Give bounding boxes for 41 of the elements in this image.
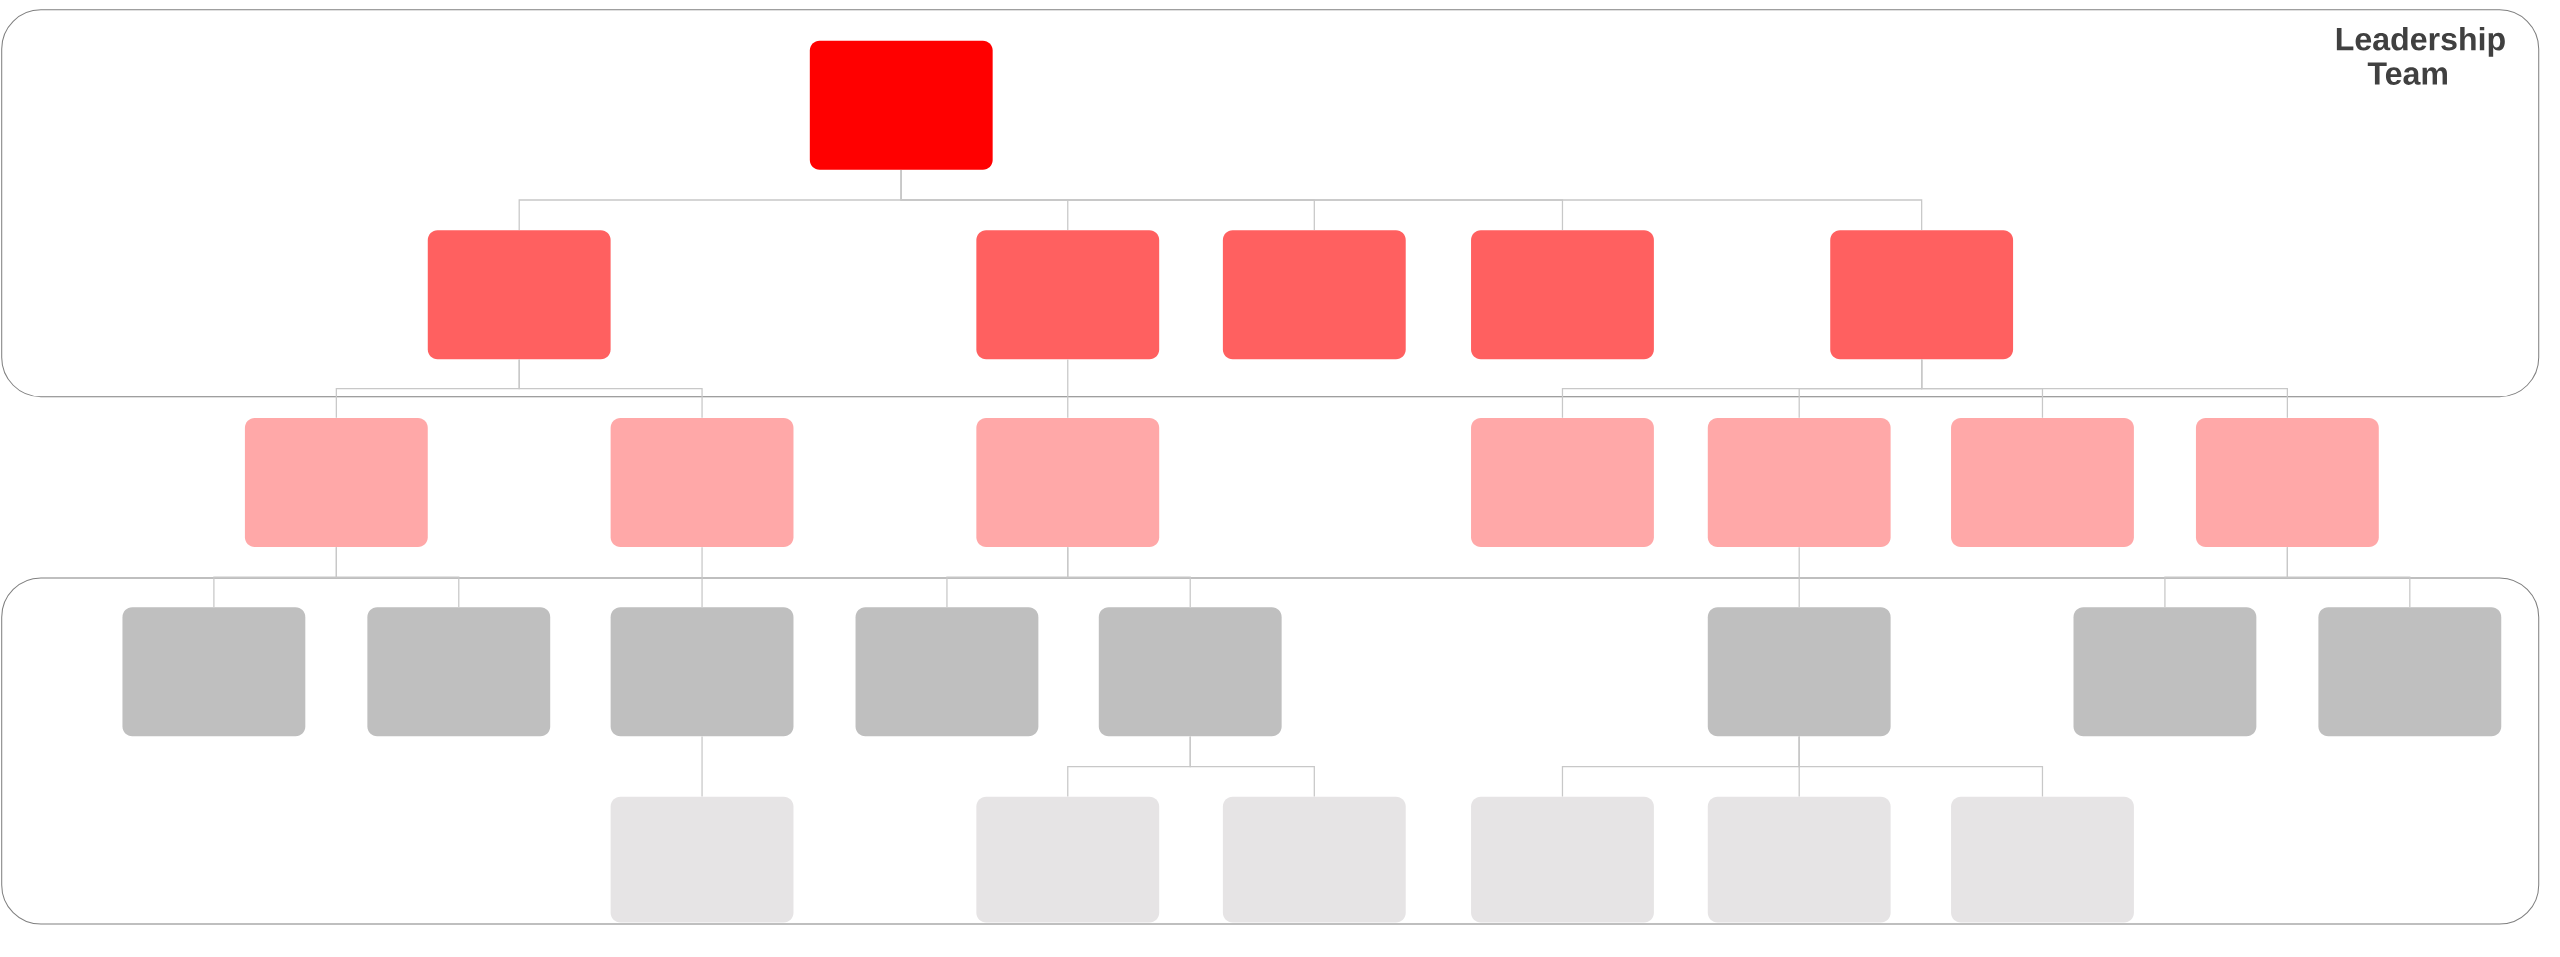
- connector-line: [1067, 546, 1191, 608]
- org-box: [976, 230, 1160, 360]
- org-box: [1951, 418, 2134, 548]
- org-box: [2195, 418, 2379, 548]
- org-box: [1471, 796, 1654, 923]
- org-box: [1471, 418, 1654, 548]
- connector-line: [701, 736, 703, 798]
- org-box: [1707, 418, 1891, 548]
- org-box: [1830, 230, 2014, 360]
- connector-line: [1921, 358, 2288, 419]
- org-box: [122, 607, 306, 737]
- connector-line: [1798, 736, 2044, 798]
- connector-line: [518, 358, 703, 419]
- connector-line: [2286, 546, 2411, 608]
- org-box: [1471, 230, 1654, 360]
- org-box: [2073, 607, 2257, 737]
- org-box: [427, 230, 611, 360]
- team-band: Leadership Team: [1, 9, 2540, 398]
- connector-line: [1067, 358, 1069, 419]
- org-box: [1707, 607, 1891, 737]
- org-box: [1222, 796, 1406, 923]
- org-box: [2318, 607, 2502, 737]
- org-box: [1098, 607, 1282, 737]
- org-box: [855, 607, 1039, 737]
- org-box: [244, 418, 428, 548]
- connector-line: [1798, 546, 1800, 608]
- org-box: [1951, 796, 2134, 923]
- team-band: [1, 577, 2540, 925]
- connector-line: [701, 546, 703, 608]
- org-box: [1222, 230, 1406, 360]
- org-box: [610, 418, 794, 548]
- org-box: [976, 796, 1160, 923]
- connector-line: [900, 169, 1923, 231]
- connector-line: [1189, 736, 1315, 798]
- connector-line: [335, 546, 460, 608]
- org-box: [367, 607, 551, 737]
- org-box: [1707, 796, 1891, 923]
- org-box: [976, 418, 1160, 548]
- org-box: [610, 796, 794, 923]
- org-box: [809, 40, 993, 170]
- org-box: [610, 607, 794, 737]
